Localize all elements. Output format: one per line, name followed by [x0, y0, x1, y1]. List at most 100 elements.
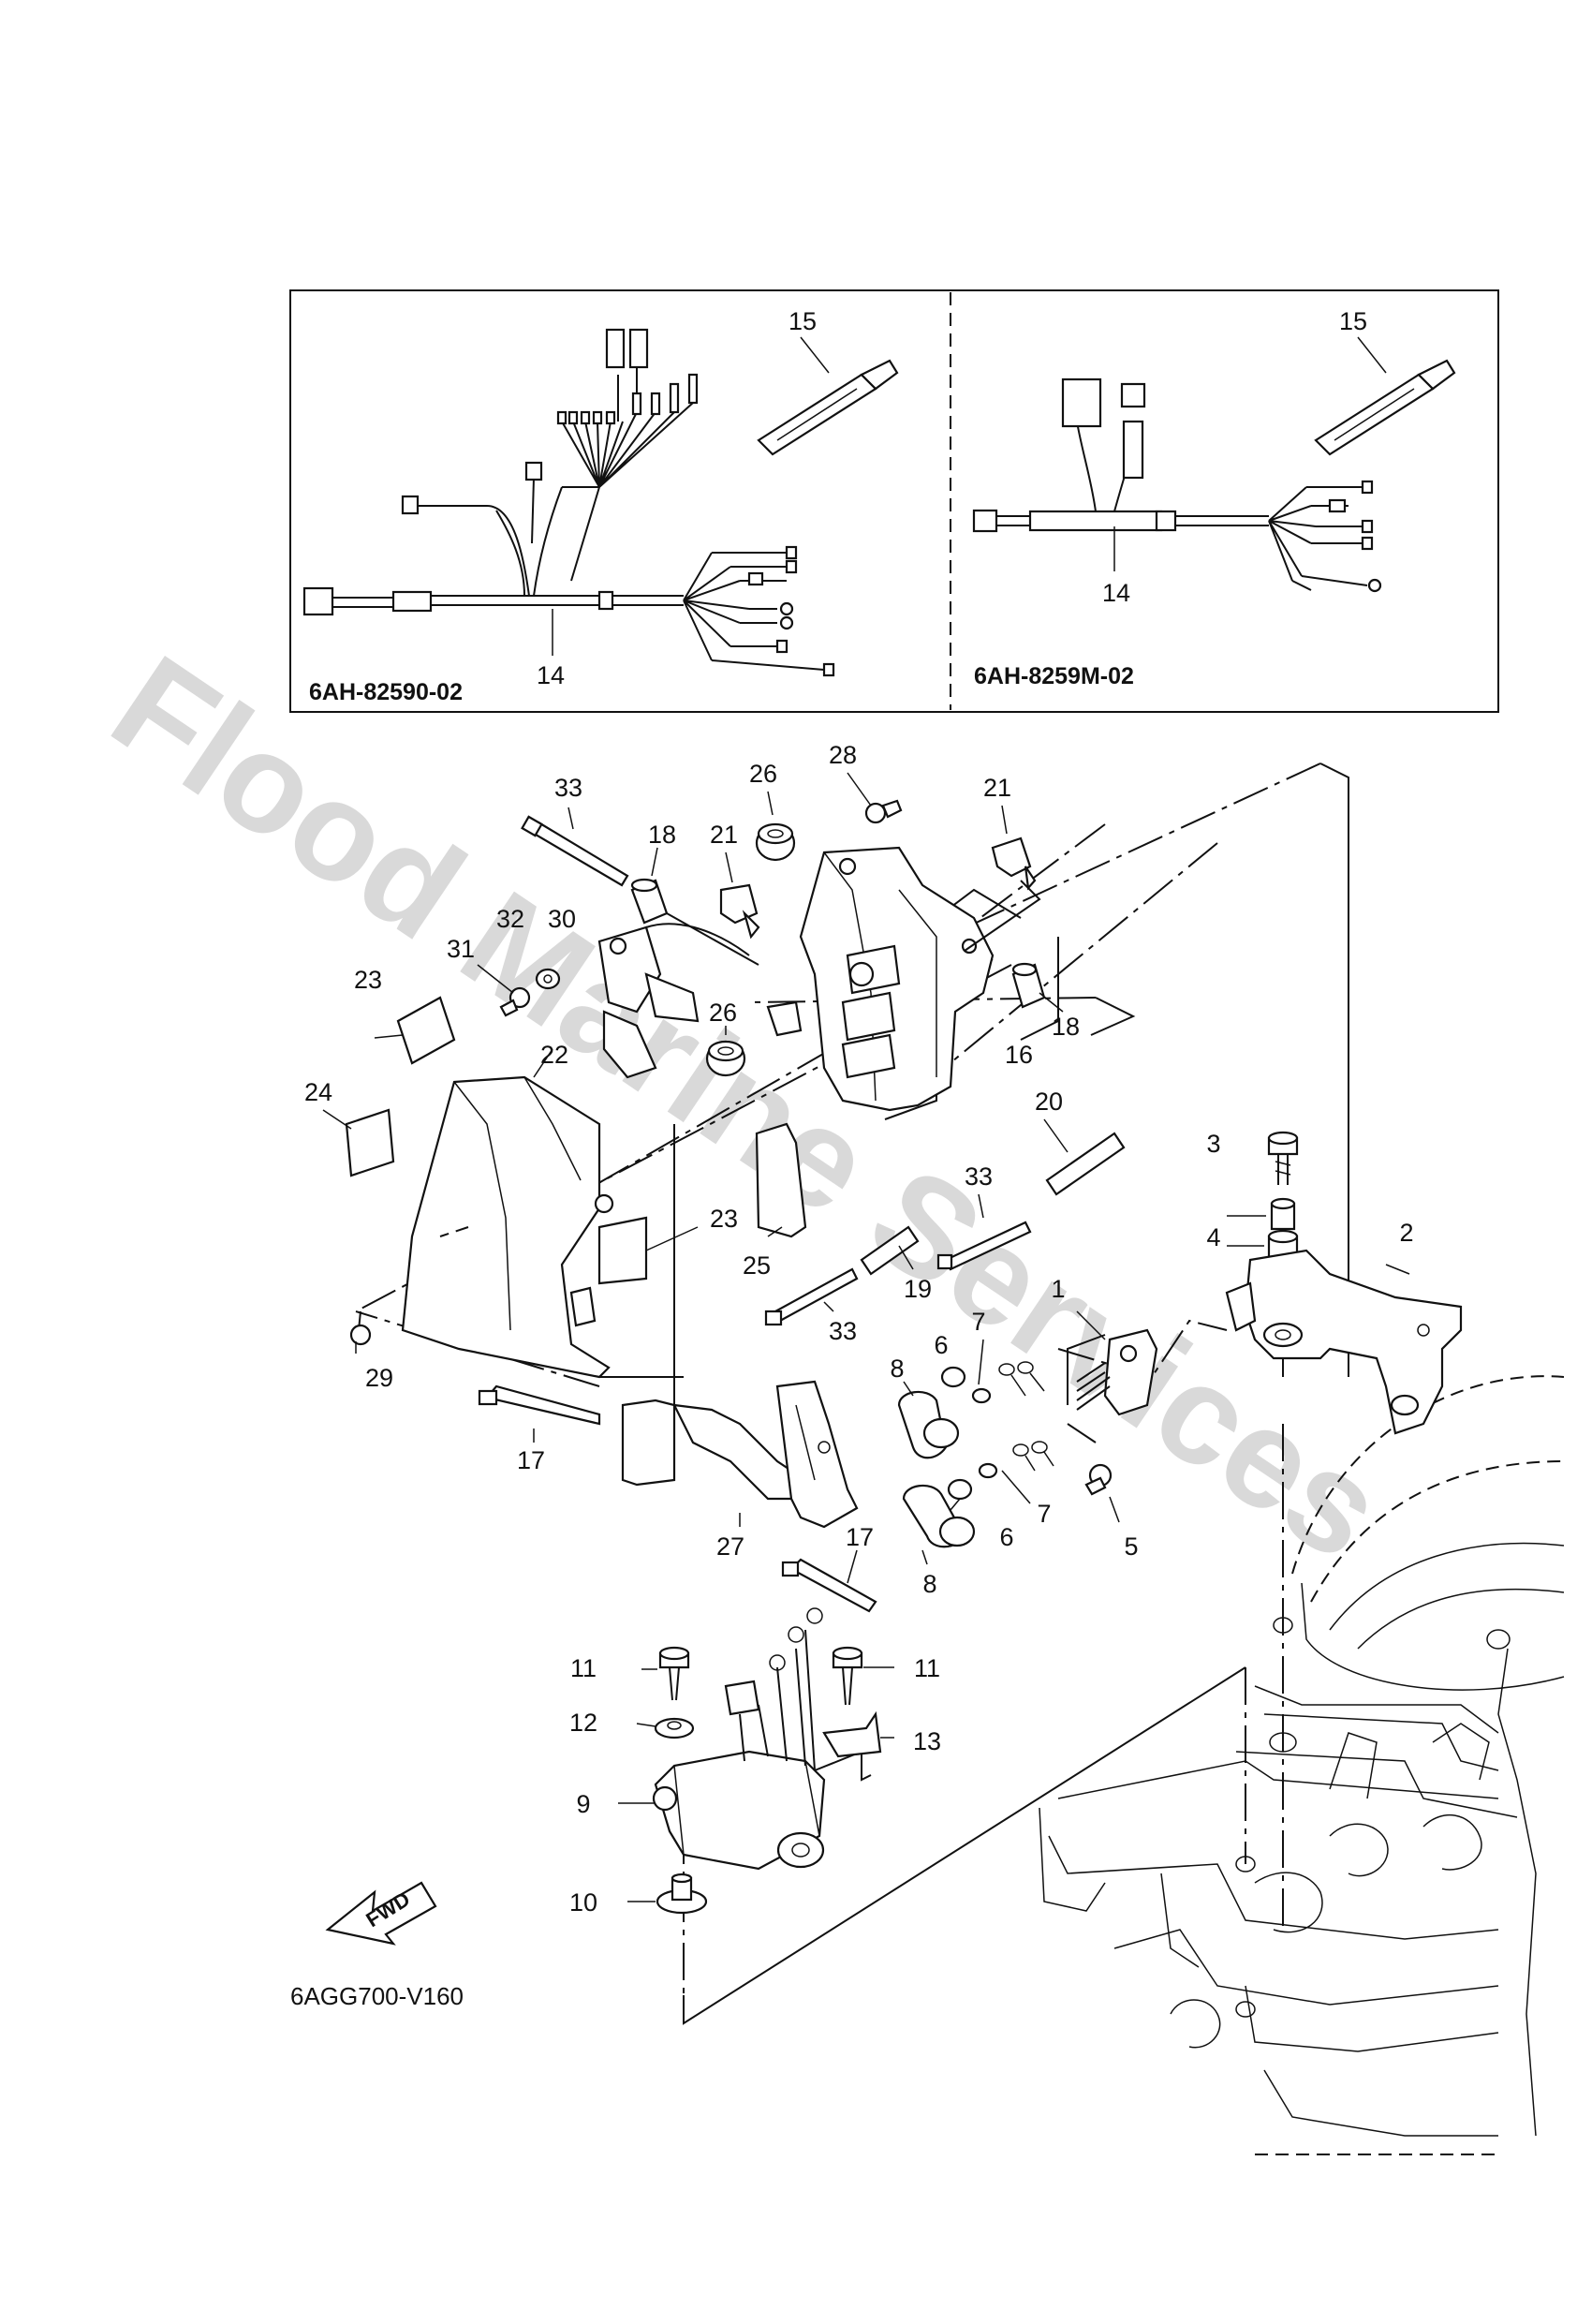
inset-left-code: 6AH-82590-02 — [309, 679, 463, 705]
label-26-left: 26 — [709, 999, 737, 1027]
clip-21-right — [964, 805, 1041, 952]
label-8-top: 8 — [890, 1354, 904, 1383]
rectifier-regulator-9 — [618, 1607, 826, 1871]
label-24: 24 — [304, 1078, 332, 1106]
grommet-26-left — [705, 1026, 746, 1077]
label-11-right: 11 — [914, 1654, 940, 1682]
label-15-left: 15 — [788, 307, 817, 335]
label-15-right: 15 — [1339, 307, 1367, 335]
label-13: 13 — [913, 1727, 941, 1755]
callout-labels: 33 18 26 28 21 21 30 32 31 23 18 16 26 2… — [304, 741, 1414, 1917]
label-33-low: 33 — [829, 1317, 857, 1345]
label-33-mid: 33 — [965, 1162, 993, 1191]
pad-23-lower — [597, 1216, 648, 1285]
label-28: 28 — [829, 741, 857, 769]
cable-tie-33-low — [764, 1267, 859, 1326]
label-18-left: 18 — [648, 821, 676, 849]
label-18-right: 18 — [1052, 1013, 1080, 1041]
label-21-right: 21 — [983, 774, 1011, 802]
bracket-16 — [766, 846, 995, 1112]
label-23-lower: 23 — [710, 1205, 738, 1233]
label-9: 9 — [576, 1790, 590, 1818]
cable-tie-33-top — [521, 807, 629, 887]
label-17-bottom: 17 — [846, 1523, 874, 1551]
grommet-26-top — [755, 791, 796, 862]
collar-10 — [627, 1873, 708, 1915]
label-26-top: 26 — [749, 760, 777, 788]
pad-23-top — [396, 996, 456, 1065]
label-1: 1 — [1051, 1275, 1065, 1303]
label-31: 31 — [447, 935, 475, 963]
label-6-top: 6 — [934, 1331, 948, 1359]
label-14-right: 14 — [1102, 579, 1130, 607]
label-12: 12 — [569, 1709, 597, 1737]
bolt-3 — [1267, 1131, 1299, 1185]
label-14-left: 14 — [537, 661, 565, 689]
label-32: 32 — [496, 905, 524, 933]
label-7-bottom: 7 — [1037, 1500, 1051, 1528]
pad-24 — [345, 1108, 395, 1177]
ring-terminals — [998, 1361, 1054, 1472]
tube-19 — [860, 1225, 920, 1276]
label-3: 3 — [1206, 1130, 1220, 1158]
bolt-5 — [1084, 1463, 1120, 1523]
cable-tie-17-bottom — [781, 1549, 877, 1613]
label-10: 10 — [569, 1888, 597, 1917]
fwd-arrow-icon: FWD — [325, 1881, 437, 1946]
washer-12 — [654, 1717, 695, 1739]
screw-31 — [477, 964, 531, 1017]
label-30: 30 — [548, 905, 576, 933]
label-16: 16 — [1005, 1041, 1033, 1069]
label-17-left: 17 — [517, 1446, 545, 1474]
screw-29 — [349, 1324, 372, 1354]
label-25: 25 — [743, 1251, 771, 1280]
label-11-left: 11 — [570, 1654, 597, 1682]
label-20: 20 — [1035, 1088, 1063, 1116]
cable-tie-33-mid — [936, 1193, 1032, 1271]
label-7-top: 7 — [971, 1308, 985, 1336]
label-4: 4 — [1206, 1223, 1220, 1251]
plate-13 — [822, 1710, 882, 1758]
collar-3 — [1227, 1197, 1296, 1231]
bolt-11-right — [832, 1646, 894, 1706]
label-22: 22 — [540, 1041, 568, 1069]
inset-frame — [289, 289, 1499, 713]
engine-block-outline — [1039, 1375, 1565, 2155]
terminal-block-1 — [1076, 1310, 1158, 1416]
washer-32 — [535, 968, 561, 990]
cap-8-bottom — [902, 1484, 976, 1565]
nut-6-top — [940, 1366, 966, 1388]
fuse-holder-30 — [597, 923, 750, 1079]
wire-harness-right — [972, 377, 1382, 593]
harness-bracket-27 — [621, 1380, 859, 1529]
tube-20 — [1045, 1132, 1126, 1196]
bolt-11-left — [641, 1646, 690, 1701]
electrical-cover-22 — [401, 1048, 614, 1379]
label-33-top: 33 — [554, 774, 582, 802]
plate-25 — [755, 1122, 807, 1238]
label-6-bottom: 6 — [999, 1523, 1013, 1551]
cable-tie-left — [757, 336, 899, 456]
nut-6-bottom — [947, 1478, 973, 1501]
cable-tie-right — [1314, 336, 1456, 456]
label-8-bottom: 8 — [922, 1570, 936, 1598]
label-21-left: 21 — [710, 821, 738, 849]
bracket-2 — [1225, 1249, 1463, 1435]
cable-tie-17-left — [478, 1384, 601, 1443]
diagram-code: 6AGG700-V160 — [290, 1982, 464, 2010]
label-5: 5 — [1124, 1532, 1138, 1561]
spacer-18-left — [630, 847, 759, 966]
label-23-top: 23 — [354, 966, 382, 994]
inset-right-code: 6AH-8259M-02 — [974, 663, 1134, 689]
label-2: 2 — [1399, 1219, 1413, 1247]
washer-7-top — [971, 1387, 992, 1404]
wire-harness-left — [302, 328, 835, 677]
cap-8-top — [897, 1381, 960, 1459]
label-27: 27 — [716, 1532, 744, 1561]
spacer-18-right — [1011, 962, 1064, 1013]
label-29: 29 — [365, 1364, 393, 1392]
bolt-28 — [847, 772, 903, 824]
washer-7-bottom — [978, 1462, 998, 1479]
